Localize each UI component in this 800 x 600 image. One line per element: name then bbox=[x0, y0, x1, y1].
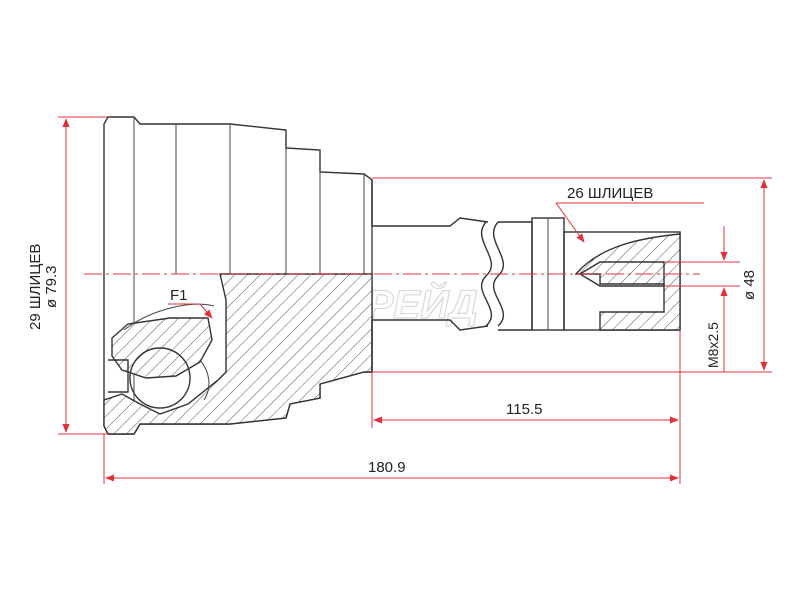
dimension-shaft-length bbox=[371, 330, 681, 484]
f1-label: F1 bbox=[170, 287, 188, 304]
f1-leader bbox=[199, 303, 213, 319]
shaft-end-section bbox=[574, 233, 681, 331]
shaft-outline bbox=[371, 180, 681, 372]
ball bbox=[129, 347, 191, 409]
dimension-seal-diameter bbox=[372, 177, 772, 373]
total-length-label: 180.9 bbox=[368, 459, 406, 476]
dimension-thread bbox=[664, 226, 740, 372]
seal-diameter-label: ø 48 bbox=[741, 270, 758, 300]
dimension-outer-diameter bbox=[58, 116, 108, 435]
housing-section bbox=[103, 273, 373, 435]
outer-diameter-label: ø 79.3 bbox=[43, 265, 60, 308]
right-splines-leader bbox=[555, 202, 585, 243]
right-splines-label: 26 ШЛИЦЕВ bbox=[567, 185, 653, 202]
thread-label: M8x2.5 bbox=[705, 322, 721, 368]
left-splines-label: 29 ШЛИЦЕВ bbox=[27, 244, 44, 330]
shaft-length-label: 115.5 bbox=[506, 401, 542, 418]
dimension-total-length bbox=[103, 434, 679, 484]
